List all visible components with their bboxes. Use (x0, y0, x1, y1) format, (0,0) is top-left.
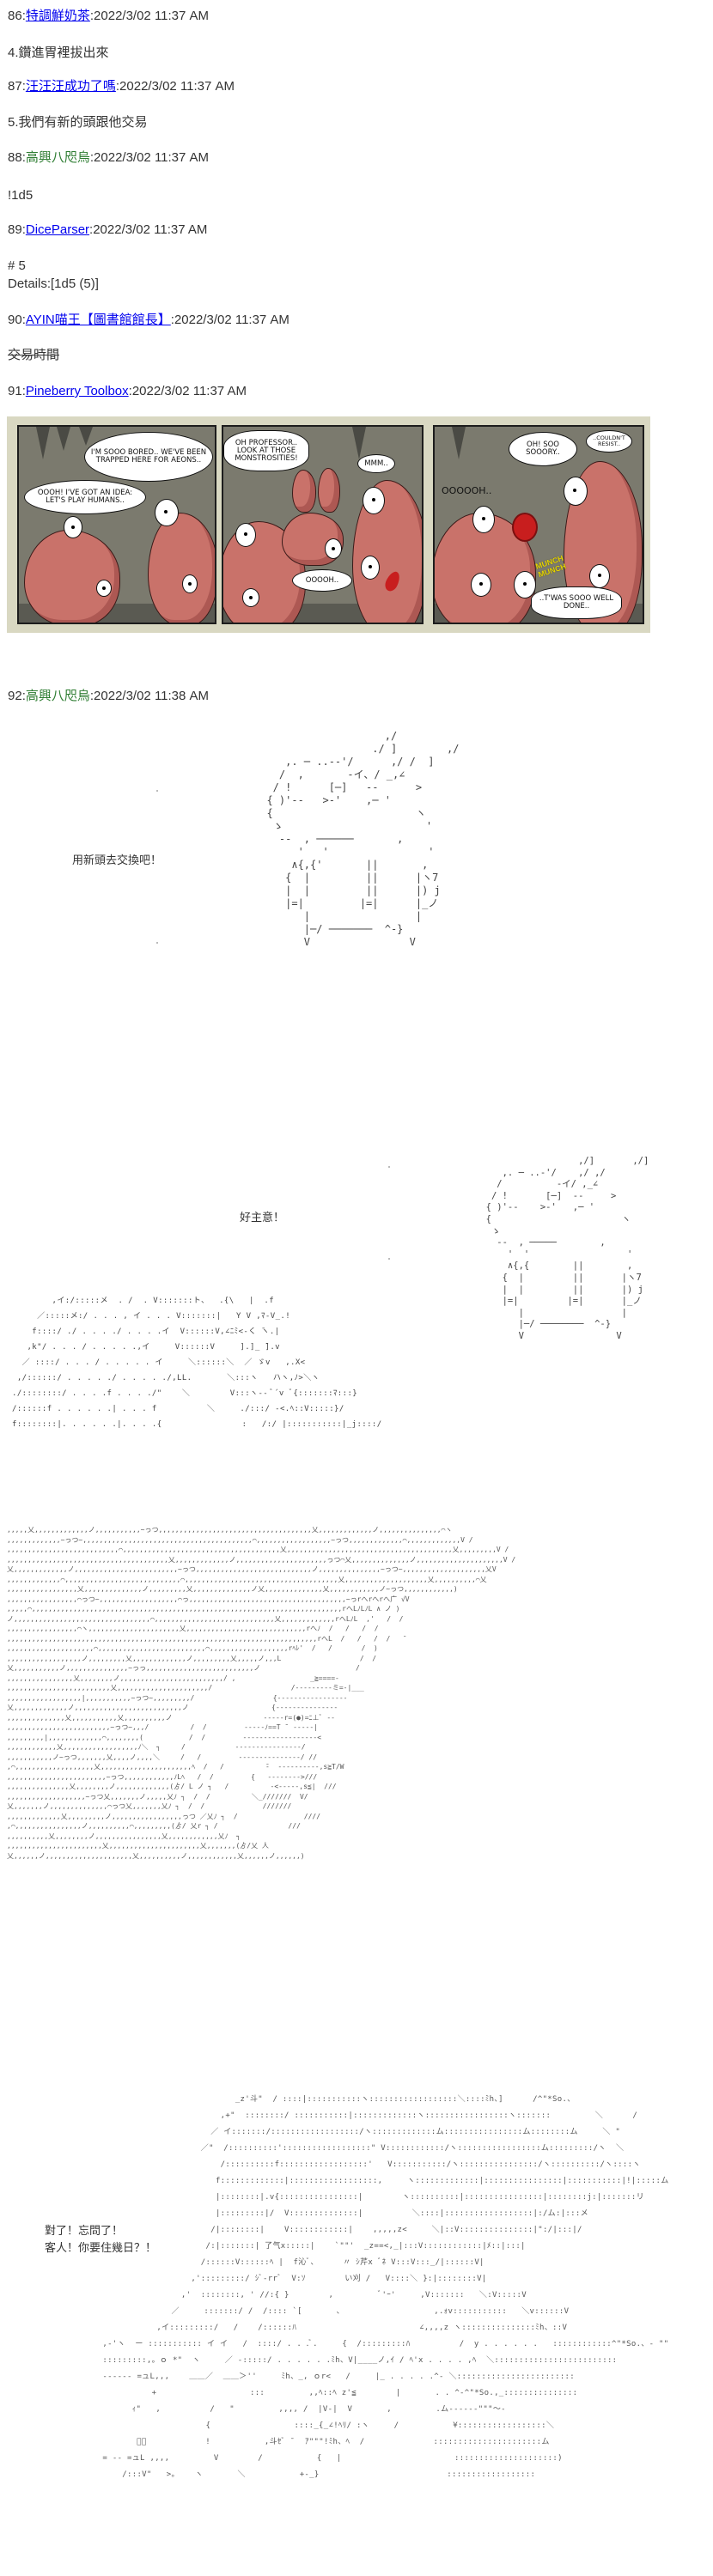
stalactite-shape (36, 427, 50, 459)
speech-bubble: OOOH! I'VE GOT AN IDEA: LET'S PLAY HUMAN… (24, 480, 146, 514)
aa-dialogue-line: 客人！你要住幾日？！ (45, 2241, 157, 2254)
tiny-human-figure (318, 468, 340, 513)
timestamp: 2022/3/02 11:37 AM (94, 9, 210, 23)
separator: : (89, 9, 94, 23)
decorative-dot (156, 942, 158, 944)
aa-dialogue-text: 用新頭去交換吧！ (72, 854, 162, 866)
monster-eye (471, 573, 491, 597)
post-number: 87 (8, 79, 22, 94)
exclamation-text: OOOOOH.. (442, 485, 492, 496)
monster-eye (235, 523, 256, 547)
ascii-art-innkeeper-character: _z'斗" / ::::|:::::::::::ヽ:::::::::::::::… (102, 2095, 669, 2479)
post-header-89: 89:DiceParser:2022/3/02 11:37 AM (8, 222, 207, 238)
separator: : (21, 9, 26, 23)
monster-eye (363, 487, 385, 514)
separator: : (89, 222, 94, 237)
poster-name: 高興八咫烏 (25, 150, 90, 165)
post-body-86: 4.鑽進胃裡拔出來 (8, 46, 109, 60)
timestamp: 2022/3/02 11:38 AM (94, 689, 210, 703)
timestamp: 2022/3/02 11:37 AM (119, 79, 235, 94)
decorative-dot (156, 790, 158, 792)
ascii-art-shadow-figure: ,イ:/:::::メ . / . V:::::::ト、 .{\ | .f ／::… (12, 1297, 382, 1429)
poster-name-link[interactable]: 汪汪汪成功了嗎 (25, 79, 116, 94)
post-header-86: 86:特調鮮奶茶:2022/3/02 11:37 AM (8, 9, 209, 24)
post-header-90: 90:AYIN喵王【圖書館館長】:2022/3/02 11:37 AM (8, 313, 289, 328)
stalactite-shape (352, 427, 366, 459)
separator: : (21, 384, 26, 398)
monster-eye (361, 556, 380, 580)
post-number: 89 (8, 222, 22, 237)
ascii-art-cat-character: ,/] ,/] ,. ─ ..-'/ ,/ ,/ / -イ/ ,_∠ / ! [… (485, 1156, 649, 1341)
poster-name: 高興八咫烏 (25, 689, 90, 703)
comic-panel-1: I'M SOOO BORED.. WE'VE BEEN TRAPPED HERE… (17, 425, 216, 624)
separator: : (21, 313, 26, 327)
speech-bubble: OH PROFESSOR.. LOOK AT THOSE MONSTROSITI… (223, 430, 309, 471)
tiny-human-figure (292, 470, 316, 513)
aa-dialogue-text: 好主意！ (240, 1211, 285, 1224)
post-header-88: 88:高興八咫烏:2022/3/02 11:37 AM (8, 150, 209, 166)
post-number: 86 (8, 9, 22, 23)
blob-monster (148, 513, 215, 623)
monster-eye (64, 516, 82, 538)
monster-eye (182, 574, 198, 593)
monster-eye (325, 538, 342, 559)
comic-strip-image: I'M SOOO BORED.. WE'VE BEEN TRAPPED HERE… (7, 416, 650, 633)
blob-monster (24, 530, 120, 623)
dice-result: # 5 (8, 258, 26, 273)
speech-bubble: ..T'WAS SOOO WELL DONE.. (531, 586, 622, 619)
post-body-90: 交易時間 (8, 348, 60, 362)
separator: : (21, 222, 26, 237)
monster-eye (96, 580, 112, 597)
post-header-87: 87:汪汪汪成功了嗎:2022/3/02 11:37 AM (8, 79, 235, 94)
poster-name-link[interactable]: Pineberry Toolbox (25, 384, 129, 398)
aa-dialogue-text: 對了！忘問了！ 客人！你要住幾日？！ (45, 2222, 156, 2257)
poster-name-link[interactable]: 特調鮮奶茶 (25, 9, 90, 23)
post-header-92: 92:高興八咫烏:2022/3/02 11:38 AM (8, 689, 209, 704)
ascii-art-cloud-wall: ,,,,,乂,,,,,,,,,,,,,ノ,,,,,,,,,,,~っつ,,,,,,… (7, 1526, 516, 1860)
dice-details: Details:[1d5 (5)] (8, 276, 99, 291)
timestamp: 2022/3/02 11:37 AM (174, 313, 289, 327)
monster-eye (242, 588, 259, 607)
stalactite-shape (79, 427, 93, 446)
separator: : (170, 313, 174, 327)
timestamp: 2022/3/02 11:37 AM (93, 222, 208, 237)
poster-name-link[interactable]: DiceParser (25, 222, 90, 237)
speech-bubble: MMM.. (357, 454, 395, 473)
monster-eye (514, 571, 536, 598)
post-header-91: 91:Pineberry Toolbox:2022/3/02 11:37 AM (8, 384, 247, 399)
comic-panel-3: OH! SOO SOOORY.. ..COULDN'T RESIST.. OOO… (433, 425, 644, 624)
aa-dialogue-line: 對了！忘問了！ (45, 2224, 124, 2237)
separator: : (21, 150, 26, 165)
timestamp: 2022/3/02 11:37 AM (94, 150, 210, 165)
separator: : (21, 689, 26, 703)
post-number: 90 (8, 313, 22, 327)
speech-bubble: I'M SOOO BORED.. WE'VE BEEN TRAPPED HERE… (84, 432, 213, 482)
speech-bubble: OOOOH.. (292, 569, 352, 592)
timestamp: 2022/3/02 11:37 AM (131, 384, 247, 398)
separator: : (89, 150, 94, 165)
ascii-art-cat-character: ,/ ./ ] ,/ ,. ─ ..-‐'/ ,/ / ] / , -イ、/ _… (266, 730, 460, 948)
speech-bubble: ..COULDN'T RESIST.. (586, 430, 632, 453)
separator: : (115, 79, 120, 94)
post-number: 88 (8, 150, 22, 165)
post-body-88: !1d5 (8, 188, 34, 203)
monster-eye (564, 477, 588, 506)
post-number: 92 (8, 689, 22, 703)
severed-head-shape (512, 513, 538, 542)
separator: : (21, 79, 26, 94)
comic-panel-2: OH PROFESSOR.. LOOK AT THOSE MONSTROSITI… (222, 425, 424, 624)
monster-eye (472, 506, 495, 533)
post-body-87: 5.我們有新的頭跟他交易 (8, 115, 148, 130)
decorative-dot (388, 1166, 390, 1168)
decorative-dot (388, 1258, 390, 1260)
speech-bubble: OH! SOO SOOORY.. (509, 432, 577, 466)
stalactite-shape (452, 427, 466, 459)
monster-eye (589, 564, 610, 588)
separator: : (89, 689, 94, 703)
poster-name-link[interactable]: AYIN喵王【圖書館館長】 (25, 313, 171, 327)
post-number: 91 (8, 384, 22, 398)
stalactite-shape (57, 427, 70, 451)
separator: : (128, 384, 132, 398)
monster-eye (155, 499, 179, 526)
